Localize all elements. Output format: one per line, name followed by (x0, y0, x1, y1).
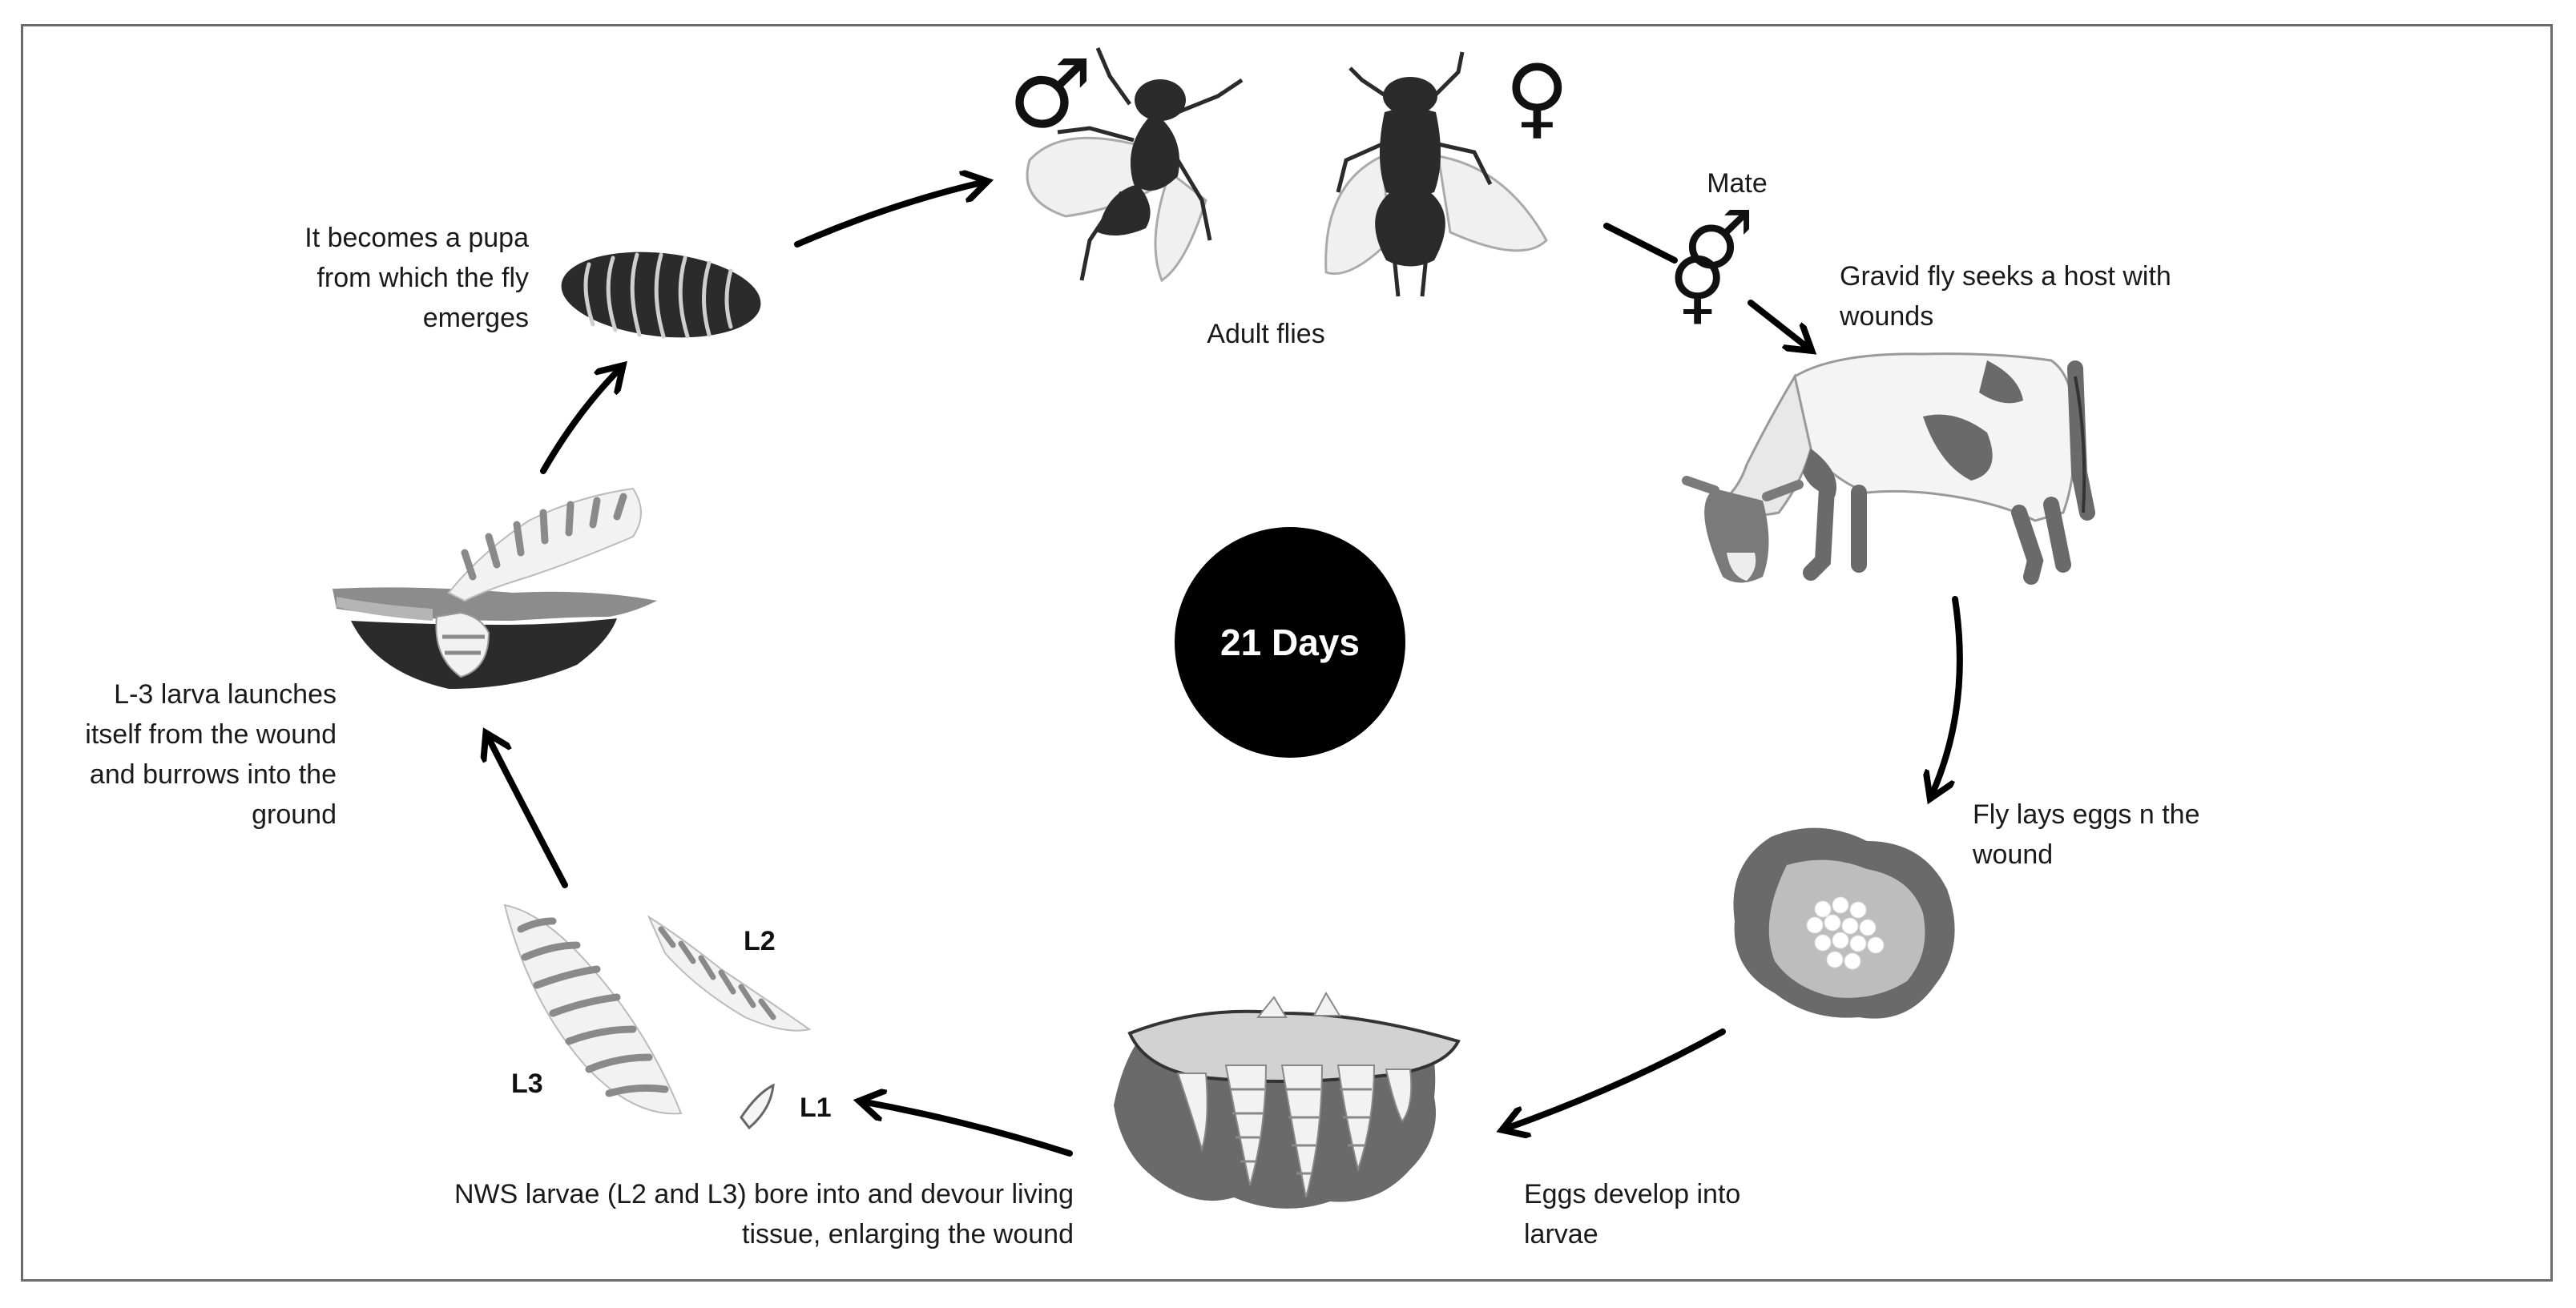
male-symbol-icon: ♂ (1008, 38, 1093, 149)
larva-l3-tag: L3 (511, 1069, 543, 1099)
pupa-label: It becomes a pupa from which the fly eme… (304, 223, 529, 333)
mate-male-symbol-icon: ♂ (1683, 193, 1755, 287)
larva-launches-label: L-3 larva launches itself from the wound… (85, 679, 337, 830)
larva-l3-icon (503, 904, 683, 1115)
eggs-develop-label: Eggs develop into larvae (1524, 1179, 1741, 1250)
arrow-wound-to-l1 (865, 1102, 1073, 1157)
female-symbol-icon: ♀ (1505, 46, 1570, 148)
male-fly-icon (1026, 47, 1244, 283)
mate-label: Mate (1707, 168, 1768, 199)
wound-with-eggs-icon (1733, 827, 1955, 1019)
larva-l1-tag: L1 (800, 1093, 832, 1123)
mate-female-symbol-icon: ♀ (1668, 239, 1727, 333)
gravid-fly-label: Gravid fly seeks a host with wounds (1840, 261, 2171, 332)
arrow-burrow-to-pupa (540, 370, 619, 474)
arrow-cow-to-eggs (1933, 596, 1963, 793)
pupa-icon (561, 252, 761, 339)
arrow-mate-to-cow (1748, 300, 1807, 347)
cow-icon (1682, 352, 2095, 585)
arrow-larvae-to-burrow (489, 739, 568, 888)
adult-flies-label: Adult flies (1207, 319, 1325, 349)
larva-burrowing-icon (333, 487, 657, 689)
larva-l2-tag: L2 (744, 926, 776, 956)
larvae-devour-label: NWS larvae (L2 and L3) bore into and dev… (454, 1179, 1074, 1250)
larva-l2-icon (647, 915, 812, 1032)
diagram-frame (21, 24, 2553, 1282)
arrow-adults-to-mate (1603, 223, 1678, 264)
wound-with-larvae-icon (1114, 991, 1461, 1209)
female-fly-icon (1324, 51, 1548, 297)
arrow-eggs-to-larvae (1508, 1028, 1726, 1128)
lays-eggs-label: Fly lays eggs n the wound (1973, 799, 2200, 870)
larva-l1-icon (740, 1083, 775, 1130)
arrow-pupa-to-adults (794, 183, 982, 248)
cycle-duration-badge: 21 Days (1175, 527, 1405, 758)
